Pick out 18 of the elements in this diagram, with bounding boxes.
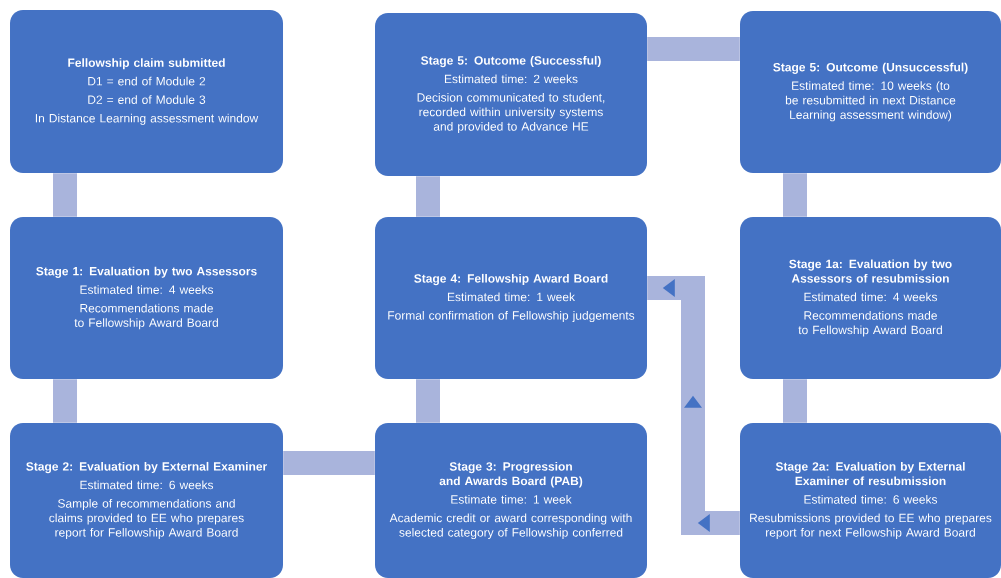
process-box: Stage 1: Evaluation by two Assessors Estimated time: 4 weeks Recommendations made to Fellowship Award Board — [10, 217, 283, 379]
process-box: Stage 5: Outcome (Unsuccessful) Estimated time: 10 weeks (to be resubmitted in next Distance Learning assessment window) — [740, 11, 1001, 173]
process-box: Stage 2: Evaluation by External Examiner Estimated time: 6 weeks Sample of recommendations and claims provided to EE who prepares report for Fellowship Award Board — [10, 423, 283, 578]
process-box: Stage 2a: Evaluation by External Examiner of resubmission Estimated time: 6 weeks Resubmissions provided to EE who prepares report for next Fellowship Award Board — [740, 423, 1001, 578]
connector-bar — [416, 379, 440, 423]
process-box: Stage 4: Fellowship Award Board Estimated time: 1 week Formal confirmation of Fellowship judgements — [375, 217, 647, 379]
connector-bar — [783, 173, 807, 217]
process-box: Fellowship claim submitted D1 = end of Module 2 D2 = end of Module 3 In Distance Learning assessment window — [10, 10, 283, 173]
process-box: Stage 3: Progression and Awards Board (PAB) Estimate time: 1 week Academic credit or award corresponding with selected category of Fellowship conferred — [375, 423, 647, 578]
connector-bar — [283, 451, 375, 475]
connector-bar — [416, 176, 440, 217]
connector-bar — [783, 379, 807, 423]
process-box: Stage 5: Outcome (Successful) Estimated time: 2 weeks Decision communicated to student, recorded within university systems and provided to Advance HE — [375, 13, 647, 176]
process-box: Stage 1a: Evaluation by two Assessors of resubmission Estimated time: 4 weeks Recommendations made to Fellowship Award Board — [740, 217, 1001, 379]
connector-bar — [53, 379, 77, 423]
connector-bar — [647, 276, 740, 535]
connector-bar — [647, 37, 740, 61]
connector-bar — [53, 173, 77, 217]
